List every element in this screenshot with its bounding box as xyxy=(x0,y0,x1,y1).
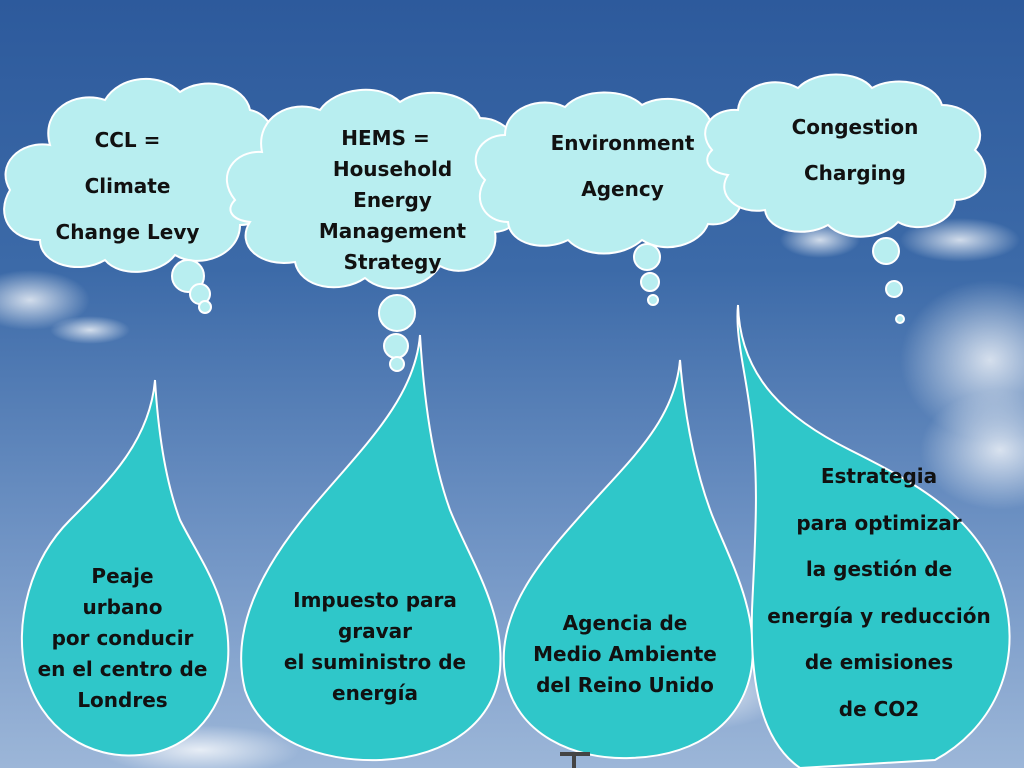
drop-impuesto xyxy=(240,334,502,762)
cloud-line: Congestion xyxy=(791,115,919,139)
drop-line: gravar xyxy=(337,619,413,643)
drop-line: para optimizar xyxy=(796,510,962,535)
drop-line: Medio Ambiente xyxy=(533,642,717,666)
drop-estrategia-co2 xyxy=(736,304,1011,768)
cloud-text-environment-agency: Environment Agency xyxy=(530,120,715,212)
cloud-line: Energy xyxy=(353,188,432,212)
drop-line: energía xyxy=(332,681,418,705)
drop-text-impuesto: Impuesto para gravar el suministro de en… xyxy=(270,585,480,709)
cloud-line: Climate xyxy=(84,174,171,198)
cloud-text-ccl: CCL = Climate Change Levy xyxy=(30,117,225,255)
drop-line: Londres xyxy=(77,688,168,712)
cloud-text-hems: HEMS = Household Energy Management Strat… xyxy=(300,123,485,278)
thought-cloud-environment-agency xyxy=(474,91,744,306)
drop-peaje-urbano xyxy=(21,379,230,757)
drop-line: energía y reducción xyxy=(767,603,991,628)
cloud-line: Agency xyxy=(581,177,664,201)
thought-cloud-ccl xyxy=(3,77,277,314)
drop-line: Agencia de xyxy=(562,611,688,635)
cloud-line: Management xyxy=(318,219,467,243)
drop-line: urbano xyxy=(82,595,163,619)
cloud-line: Charging xyxy=(803,161,906,185)
lamp-post xyxy=(560,752,590,768)
cloud-line: CCL = xyxy=(94,128,161,152)
drop-line: Estrategia xyxy=(820,464,938,488)
drop-line: Impuesto para xyxy=(293,588,457,612)
cloud-line: Strategy xyxy=(343,250,442,274)
drop-text-estrategia: Estrategia para optimizar la gestión de … xyxy=(755,453,1003,732)
drop-line: por conducir xyxy=(51,626,194,650)
cloud-line: Household xyxy=(332,157,453,181)
drop-line: el suministro de xyxy=(283,650,467,674)
drop-line: de CO2 xyxy=(838,696,920,721)
cloud-text-congestion-charging: Congestion Charging xyxy=(765,104,945,196)
drop-line: Peaje xyxy=(91,564,154,588)
drop-line: la gestión de xyxy=(805,557,953,581)
drop-text-peaje: Peaje urbano por conducir en el centro d… xyxy=(15,561,230,716)
cloud-line: Change Levy xyxy=(55,220,200,244)
thought-cloud-congestion-charging xyxy=(704,73,987,324)
drop-line: en el centro de xyxy=(37,657,208,681)
drop-agencia-medio-ambiente xyxy=(502,359,754,760)
drop-line: del Reino Unido xyxy=(536,673,714,697)
drop-line: de emisiones xyxy=(804,650,954,674)
cloud-line: Environment xyxy=(550,131,695,155)
drop-text-agencia: Agencia de Medio Ambiente del Reino Unid… xyxy=(520,608,730,701)
cloud-line: HEMS = xyxy=(341,126,430,150)
